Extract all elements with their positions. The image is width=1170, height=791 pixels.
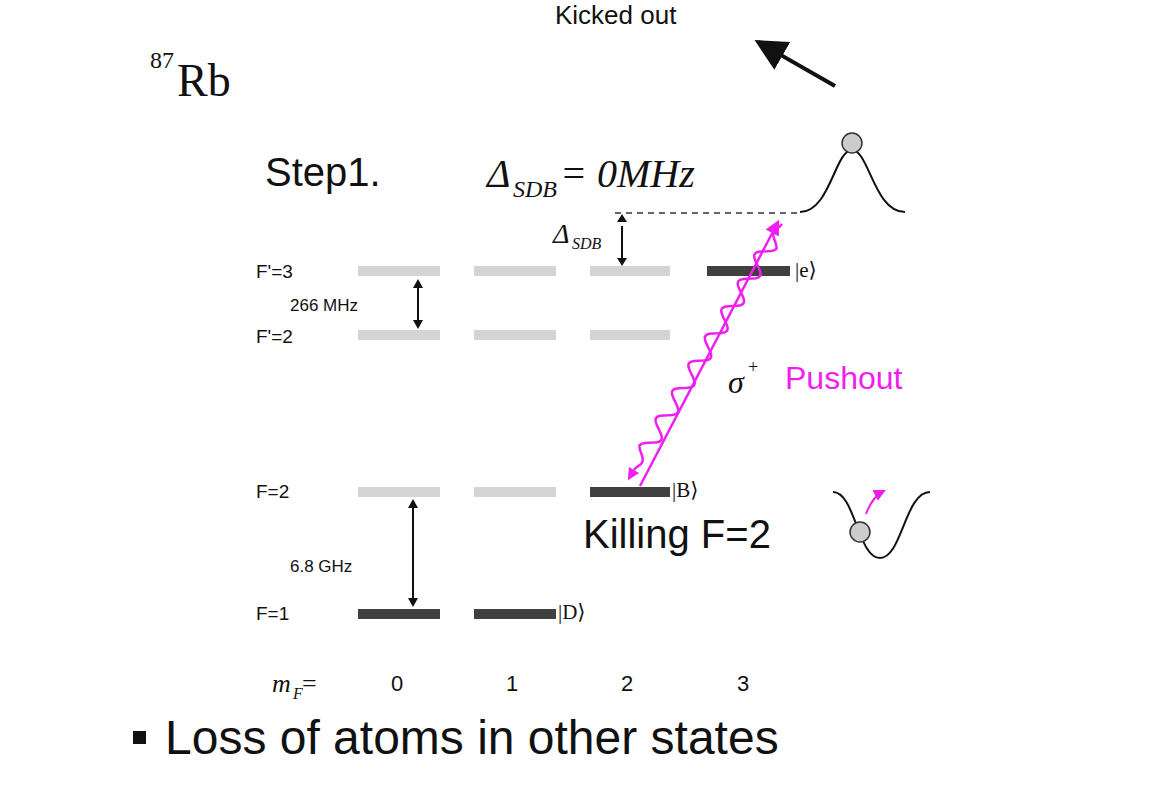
pushout-beam — [640, 222, 778, 486]
subscript: SDB — [513, 177, 557, 201]
axis-label: m — [272, 671, 291, 697]
value: = 0MHz — [560, 154, 695, 194]
note: Kicked out — [555, 2, 676, 28]
level-label: F=2 — [256, 482, 289, 501]
mf-value: 3 — [737, 673, 749, 695]
polarization: σ — [728, 366, 744, 398]
isotope-mass: 87 — [150, 48, 174, 72]
level-label: F'=3 — [256, 262, 293, 281]
state-label: |B⟩ — [672, 480, 698, 501]
subscript: F — [293, 686, 303, 702]
beam-label: Pushout — [785, 362, 902, 394]
bullet — [133, 731, 146, 744]
state-label: |D⟩ — [558, 602, 586, 623]
bullet-text: Loss of atoms in other states — [165, 714, 779, 762]
mf-value: 0 — [391, 673, 403, 695]
step-label: Step1. — [265, 152, 381, 192]
detuning-arrow — [621, 226, 623, 262]
gaussian-peak — [800, 150, 905, 212]
element: Rb — [177, 58, 231, 104]
kick-arrow — [758, 42, 835, 86]
splitting: 6.8 GHz — [290, 558, 352, 575]
axis-label: = — [302, 671, 317, 697]
heating-arrow — [866, 491, 884, 514]
atom — [842, 133, 862, 153]
mf-value: 1 — [506, 673, 518, 695]
spontaneous-emission — [634, 224, 782, 470]
action-label: Killing F=2 — [583, 514, 771, 554]
virtual-level — [615, 212, 800, 214]
atom — [850, 522, 870, 542]
superscript: + — [748, 358, 758, 376]
level-label: F'=2 — [256, 327, 293, 346]
potential-well — [833, 492, 930, 558]
level-label: F=1 — [256, 604, 289, 623]
symbol: Δ — [553, 220, 569, 248]
subscript: SDB — [572, 236, 601, 252]
symbol: Δ — [487, 154, 510, 194]
mf-value: 2 — [621, 673, 633, 695]
splitting: 266 MHz — [290, 297, 358, 314]
state-label: |e⟩ — [795, 260, 817, 281]
